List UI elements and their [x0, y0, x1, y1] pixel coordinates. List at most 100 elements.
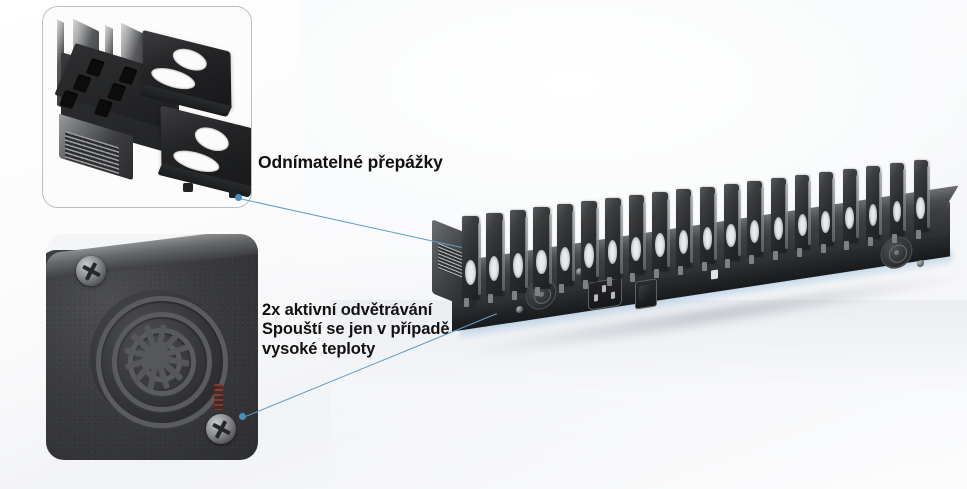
divider-handle-cutout — [797, 213, 807, 237]
divider-rail — [879, 171, 883, 235]
power-inlet-icon — [588, 277, 622, 311]
divider-rail — [548, 213, 552, 285]
divider-handle-cutout — [892, 200, 902, 223]
rocker-switch-paddle — [639, 284, 652, 304]
divider-foot — [511, 290, 517, 300]
divider-mount-foot — [183, 183, 193, 192]
divider-rail — [596, 207, 600, 278]
status-led — [711, 269, 718, 280]
fan-wiring — [214, 384, 223, 410]
divider-rail — [478, 222, 481, 295]
divider-plate — [580, 201, 600, 290]
cross-head-screw-icon — [76, 256, 106, 286]
divider-foot — [559, 283, 565, 293]
divider-plate — [557, 204, 576, 293]
divider-foot — [725, 258, 731, 268]
divider-plate — [771, 177, 788, 261]
mounting-slot — [107, 82, 127, 102]
divider-mount-foot — [229, 189, 239, 198]
grille-ring — [112, 312, 212, 412]
callout-removable-dividers: Odnímatelné přepážky — [258, 152, 443, 172]
fan-grille-icon — [90, 290, 228, 428]
divider-foot — [701, 262, 707, 272]
divider-foot — [868, 237, 874, 247]
divider-handle-cutout — [607, 240, 618, 265]
divider-handle-cutout — [172, 45, 207, 75]
divider-plate — [914, 160, 930, 239]
divider-foot — [606, 276, 612, 286]
divider-foot — [796, 247, 802, 257]
divider-foot — [630, 272, 636, 282]
divider-handle-cutout — [194, 123, 230, 155]
divider-rail — [572, 210, 576, 281]
divider-handle-cutout — [536, 249, 547, 275]
divider-handle-cutout — [655, 233, 665, 258]
divider-handle-cutout — [821, 210, 831, 233]
divider-handle-cutout — [916, 197, 925, 220]
divider-plate-row — [430, 120, 967, 320]
cross-head-screw-icon — [206, 414, 236, 444]
divider-rail — [808, 180, 812, 246]
divider-rail — [761, 186, 765, 253]
divider-foot — [844, 240, 850, 250]
divider-foot — [820, 244, 826, 254]
divider-plate — [485, 213, 505, 304]
mounting-slot — [85, 58, 105, 78]
divider-foot — [749, 255, 755, 265]
divider-rail — [737, 189, 741, 256]
divider-plate — [628, 195, 647, 282]
inset-dividers-photo — [43, 7, 251, 207]
divider-plate — [795, 174, 812, 257]
divider-handle-cutout — [678, 230, 689, 254]
divider-handle-cutout — [560, 246, 571, 271]
divider-handle-cutout — [773, 217, 783, 240]
divider-plate — [533, 207, 552, 297]
divider-handle-cutout — [512, 253, 523, 278]
divider-plate — [818, 171, 836, 254]
leader-dot-icon — [239, 413, 246, 420]
grille-ring — [96, 296, 228, 428]
leader-dot-icon — [235, 194, 242, 201]
divider-rail — [525, 216, 529, 288]
callout-active-ventilation: 2x aktivní odvětrávání Spouští se jen v … — [262, 301, 450, 358]
divider-handle-cutout — [868, 203, 878, 226]
divider-plate — [866, 165, 883, 247]
divider-plate — [462, 216, 481, 307]
divider-rail — [926, 165, 930, 228]
divider-rail — [902, 168, 906, 232]
divider-rail — [643, 201, 647, 271]
divider-plate — [676, 189, 694, 275]
rocker-switch-icon — [635, 278, 657, 310]
divider-handle-cutout — [702, 226, 712, 251]
inset-removable-dividers — [42, 6, 252, 208]
divider-rail — [714, 192, 718, 260]
divider-plate — [747, 180, 765, 265]
removable-divider-plate — [139, 29, 232, 118]
product-photo-charging-station — [430, 120, 967, 366]
divider-rail — [784, 183, 788, 249]
divider-foot — [654, 269, 660, 279]
inset-cooling-fan — [46, 234, 258, 460]
divider-handle-cutout — [488, 256, 500, 282]
removable-divider-plate — [157, 105, 251, 198]
mounting-slot — [118, 66, 138, 86]
divider-rail — [690, 195, 694, 264]
divider-foot — [915, 230, 921, 239]
divider-foot — [464, 298, 470, 307]
divider-handle-cutout — [465, 259, 476, 285]
mounting-slot — [72, 74, 92, 94]
divider-handle-cutout — [583, 243, 594, 268]
divider-foot — [582, 280, 588, 290]
divider-handle-cutout — [631, 236, 642, 261]
divider-rail — [619, 204, 623, 274]
divider-plate — [509, 210, 529, 300]
divider-handle-cutout — [750, 220, 760, 244]
divider-foot — [487, 294, 493, 304]
divider-foot — [891, 233, 897, 243]
inset-fan-photo — [46, 234, 258, 460]
inlet-pin — [611, 291, 615, 300]
inlet-pin — [602, 284, 606, 293]
divider-handle-cutout — [726, 223, 736, 247]
divider-rail — [832, 177, 836, 242]
